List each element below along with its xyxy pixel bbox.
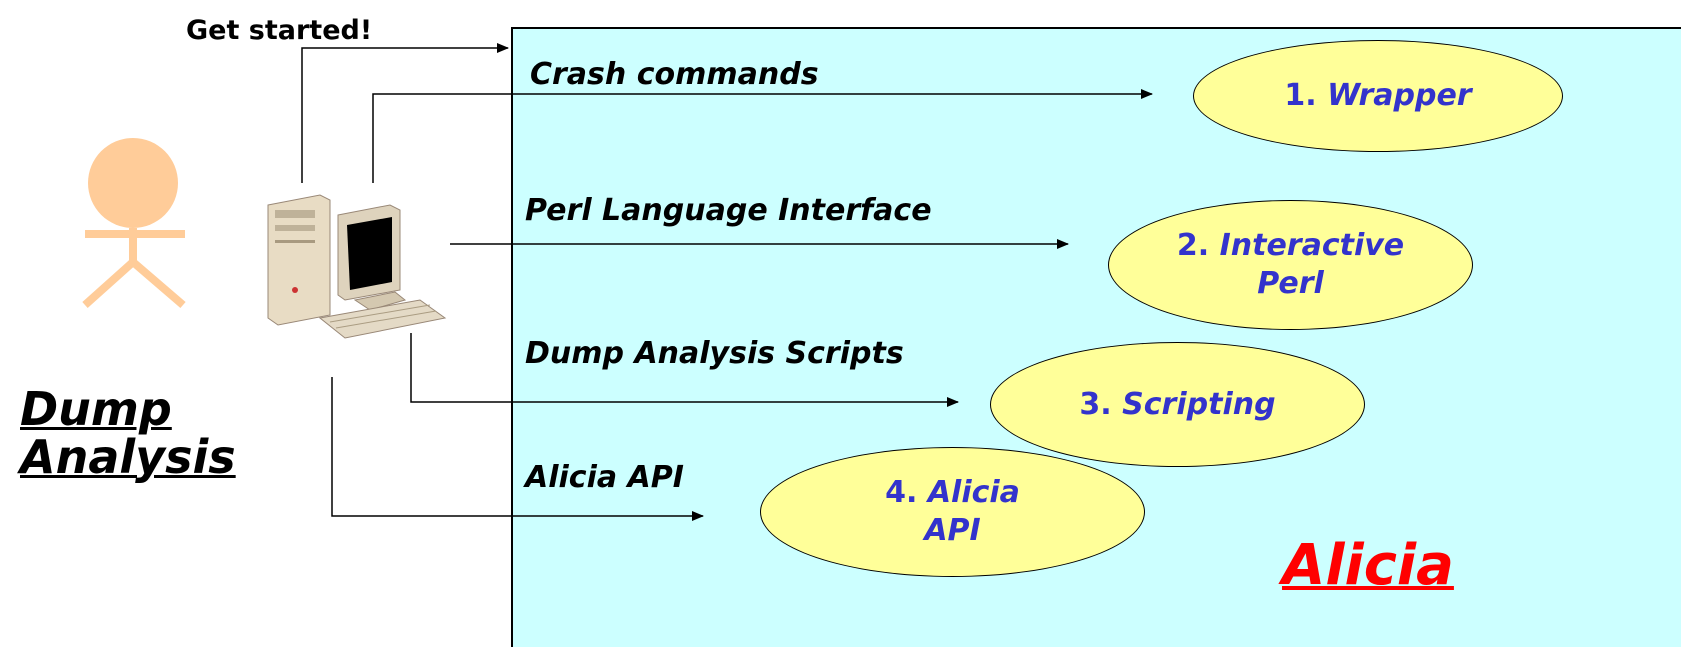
oval-name: Scripting [1122,386,1276,422]
oval-scripting: 3. Scripting [990,342,1365,467]
oval-name: Wrapper [1327,78,1472,113]
oval-name: Interactive Perl [1219,228,1405,301]
interface-label-dump-scripts: Dump Analysis Scripts [525,336,904,371]
oval-wrapper: 1. Wrapper [1193,40,1563,152]
oval-number: 4. [885,475,918,510]
desktop-computer-icon [267,194,447,339]
stick-figure-icon [82,138,186,309]
oval-number: 3. [1079,386,1112,422]
interface-label-perl-language: Perl Language Interface [525,193,932,228]
arrow-alicia-api [331,377,704,521]
get-started-arrow [301,43,509,183]
oval-number: 1. [1284,78,1317,113]
connectors [301,43,1153,521]
get-started-label: Get started! [186,15,373,46]
arrow-dump-scripts [410,333,959,407]
system-title: Alicia [1282,533,1454,598]
oval-number: 2. [1176,228,1210,263]
arrow-crash-commands [372,89,1153,183]
interface-label-crash-commands: Crash commands [530,57,819,92]
actor-title: Dump Analysis [20,382,236,484]
oval-interactive-perl: 2. Interactive Perl [1108,200,1473,330]
oval-name: Alicia API [924,475,1020,548]
interface-label-alicia-api: Alicia API [525,460,684,495]
oval-alicia-api: 4. Alicia API [760,447,1145,577]
